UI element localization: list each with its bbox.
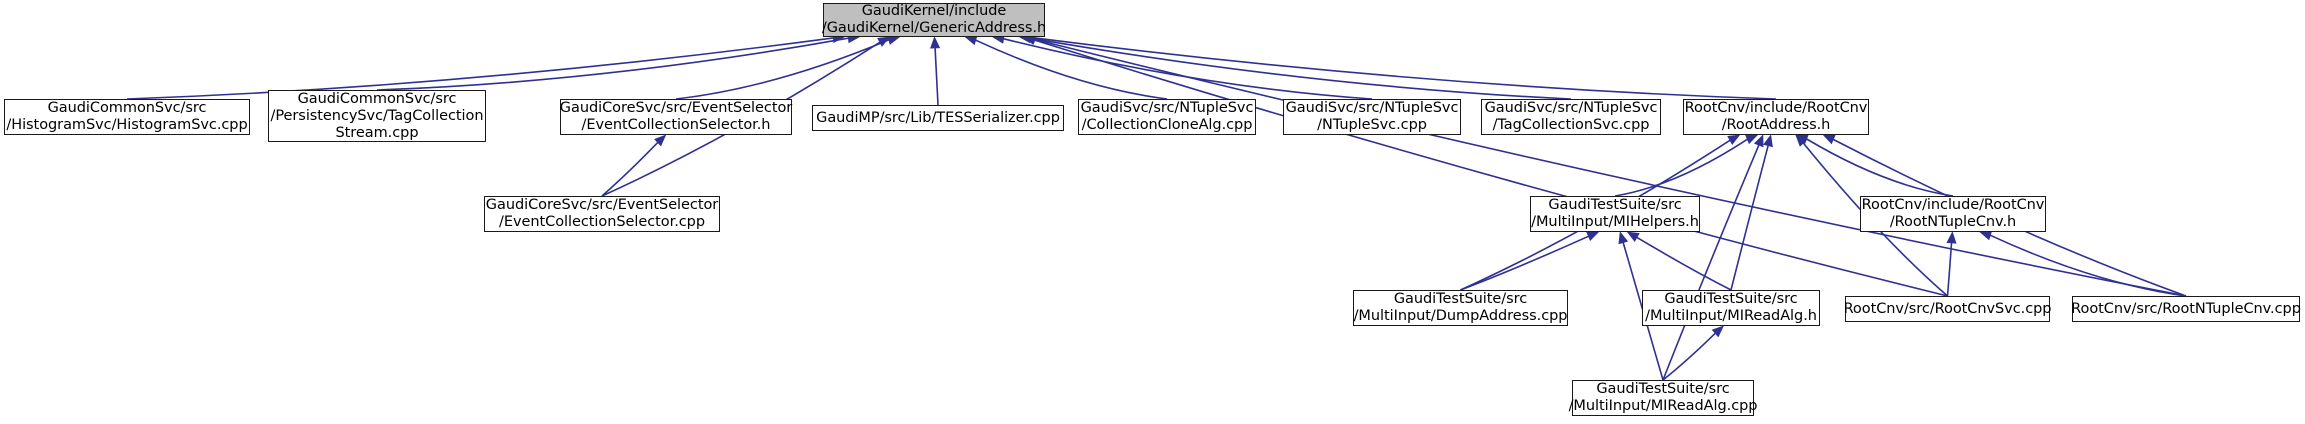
graph-node-label-line: /MultiInput/MIReadAlg.cpp (1568, 398, 1758, 414)
graph-node-label-line: /NTupleSvc.cpp (1317, 117, 1427, 133)
graph-node-rootcnvsvc_cpp[interactable]: RootCnv/src/RootCnvSvc.cpp (1843, 296, 2052, 322)
graph-node-label-line: /HistogramSvc/HistogramSvc.cpp (6, 117, 248, 133)
graph-node-eventcollectionselector_cpp[interactable]: GaudiCoreSvc/src/EventSelector/EventColl… (484, 196, 720, 232)
graph-node-tesserializer_cpp[interactable]: GaudiMP/src/Lib/TESSerializer.cpp (812, 105, 1064, 131)
graph-node-ntuplesvc_cpp[interactable]: GaudiSvc/src/NTupleSvc/NTupleSvc.cpp (1283, 99, 1461, 135)
graph-node-eventcollectionselector_h[interactable]: GaudiCoreSvc/src/EventSelector/EventColl… (560, 99, 792, 135)
graph-edge-arrowhead (1745, 134, 1759, 145)
graph-node-label-line: /GaudiKernel/GenericAddress.h (821, 20, 1047, 36)
graph-edge-eventcollectionselector_h-to-genericaddress_h (675, 39, 890, 100)
graph-edge-arrowhead (964, 35, 978, 46)
graph-edge-tagcollectionstream_cpp-to-genericaddress_h (376, 37, 849, 91)
graph-edge-mireadalg_h-to-mihelpers_h (1636, 236, 1732, 291)
graph-node-label-line: /CollectionCloneAlg.cpp (1081, 117, 1253, 133)
graph-edge-collectionclonealg_cpp-to-genericaddress_h (975, 39, 1168, 100)
graph-edge-arrowhead (1618, 231, 1629, 245)
graph-edge-rootntuplecnv_cpp-to-genericaddress_h (1034, 38, 2187, 297)
graph-node-genericaddress_h[interactable]: GaudiKernel/include/GaudiKernel/GenericA… (821, 3, 1047, 37)
graph-node-label-line: GaudiMP/src/Lib/TESSerializer.cpp (816, 109, 1060, 126)
graph-node-label-line: GaudiSvc/src/NTupleSvc (1484, 100, 1658, 116)
graph-node-label-line: GaudiCommonSvc/src (47, 100, 207, 116)
graph-node-label-line: /RootNTupleCnv.h (1889, 214, 2017, 230)
graph-node-label-line: GaudiCoreSvc/src/EventSelector (559, 100, 793, 116)
graph-edge-rootaddress_h-to-genericaddress_h (1034, 37, 1777, 100)
graph-node-rootntuplecnv_h[interactable]: RootCnv/include/RootCnv/RootNTupleCnv.h (1860, 196, 2046, 232)
graph-edge-dumpaddress_cpp-to-mihelpers_h (1460, 235, 1589, 291)
graph-edge-rootcnvsvc_cpp-to-rootntuplecnv_h (1946, 242, 1953, 297)
graph-edge-tesserializer_cpp-to-genericaddress_h (934, 47, 939, 106)
graph-edge-mireadalg_cpp-to-rootaddress_h (1662, 144, 1760, 381)
graph-edge-mireadalg_h-to-rootaddress_h (1730, 145, 1769, 291)
graph-node-dumpaddress_cpp[interactable]: GaudiTestSuite/src/MultiInput/DumpAddres… (1353, 290, 1568, 326)
graph-node-rootntuplecnv_cpp[interactable]: RootCnv/src/RootNTupleCnv.cpp (2071, 296, 2301, 322)
graph-edge-mireadalg_cpp-to-mireadalg_h (1662, 332, 1716, 381)
graph-node-mireadalg_h[interactable]: GaudiTestSuite/src/MultiInput/MIReadAlg.… (1642, 290, 1820, 326)
graph-edge-arrowhead (1763, 134, 1773, 148)
graph-node-label-line: GaudiCommonSvc/src (297, 90, 457, 107)
graph-edge-arrowhead (1822, 134, 1836, 145)
graph-edge-arrowhead (877, 36, 891, 47)
graph-edge-mihelpers_h-to-rootaddress_h (1614, 138, 1748, 197)
graph-node-label-line: GaudiTestSuite/src (1664, 291, 1798, 307)
graph-edge-histogramsvc_cpp-to-genericaddress_h (126, 37, 834, 100)
graph-edge-arrowhead (1626, 231, 1640, 242)
graph-node-label-line: GaudiSvc/src/NTupleSvc (1285, 100, 1459, 116)
graph-node-mireadalg_cpp[interactable]: GaudiTestSuite/src/MultiInput/MIReadAlg.… (1569, 380, 1757, 416)
graph-node-label-line: /MultiInput/MIReadAlg.h (1645, 308, 1817, 324)
graph-edge-tagcollectionsvc_cpp-to-genericaddress_h (1030, 37, 1572, 100)
graph-node-label-line: /EventCollectionSelector.cpp (499, 214, 705, 230)
graph-node-histogramsvc_cpp[interactable]: GaudiCommonSvc/src/HistogramSvc/Histogra… (4, 99, 250, 135)
graph-node-label-line: GaudiTestSuite/src (1548, 197, 1682, 213)
graph-node-mihelpers_h[interactable]: GaudiTestSuite/src/MultiInput/MIHelpers.… (1530, 196, 1700, 232)
graph-node-label-line: /RootAddress.h (1721, 117, 1831, 133)
graph-node-tagcollectionsvc_cpp[interactable]: GaudiSvc/src/NTupleSvc/TagCollectionSvc.… (1481, 99, 1661, 135)
graph-edge-arrowhead (654, 134, 667, 147)
graph-edge-arrowhead (1979, 230, 1993, 241)
graph-node-label-line: RootCnv/include/RootCnv (1684, 100, 1868, 116)
graph-node-label-line: RootCnv/src/RootCnvSvc.cpp (1843, 300, 2052, 317)
graph-node-label-line: GaudiKernel/include (861, 3, 1007, 19)
graph-node-label-line: RootCnv/include/RootCnv (1861, 197, 2045, 213)
graph-node-label-line: /TagCollectionSvc.cpp (1492, 117, 1650, 133)
graph-edge-arrowhead (1795, 134, 1808, 147)
graph-node-label-line: /MultiInput/DumpAddress.cpp (1353, 308, 1568, 324)
graph-edge-rootcnvsvc_cpp-to-genericaddress_h (1034, 39, 1948, 297)
graph-node-collectionclonealg_cpp[interactable]: GaudiSvc/src/NTupleSvc/CollectionCloneAl… (1078, 99, 1256, 135)
graph-node-label-line: GaudiTestSuite/src (1596, 381, 1730, 397)
graph-edge-rootntuplecnv_h-to-rootaddress_h (1806, 138, 1954, 197)
graph-node-label-line: RootCnv/src/RootNTupleCnv.cpp (2071, 300, 2301, 317)
graph-edge-rootntuplecnv_cpp-to-rootntuplecnv_h (1990, 234, 2187, 297)
graph-edge-arrowhead (1586, 231, 1600, 242)
graph-edge-arrowhead (1711, 325, 1724, 338)
graph-edge-arrowhead (1946, 231, 1957, 244)
graph-edge-arrowhead (1727, 134, 1741, 145)
graph-edge-eventcollectionselector_cpp-to-eventcollectionselector_h (601, 142, 659, 197)
graph-node-label-line: /MultiInput/MIHelpers.h (1531, 214, 1699, 230)
graph-edge-arrowhead (930, 36, 941, 49)
graph-node-label-line: /PersistencySvc/TagCollection (270, 107, 484, 124)
graph-node-label-line: GaudiTestSuite/src (1393, 291, 1528, 307)
graph-node-label-line: GaudiCoreSvc/src/EventSelector (485, 197, 719, 213)
graph-node-tagcollectionstream_cpp[interactable]: GaudiCommonSvc/src/PersistencySvc/TagCol… (268, 90, 486, 142)
graph-node-label-line: /EventCollectionSelector.h (581, 117, 771, 133)
graph-node-rootaddress_h[interactable]: RootCnv/include/RootCnv/RootAddress.h (1683, 99, 1869, 135)
graph-node-label-line: GaudiSvc/src/NTupleSvc (1080, 100, 1254, 116)
graph-edge-arrowhead (1753, 134, 1764, 148)
graph-node-label-line: Stream.cpp (335, 124, 419, 141)
